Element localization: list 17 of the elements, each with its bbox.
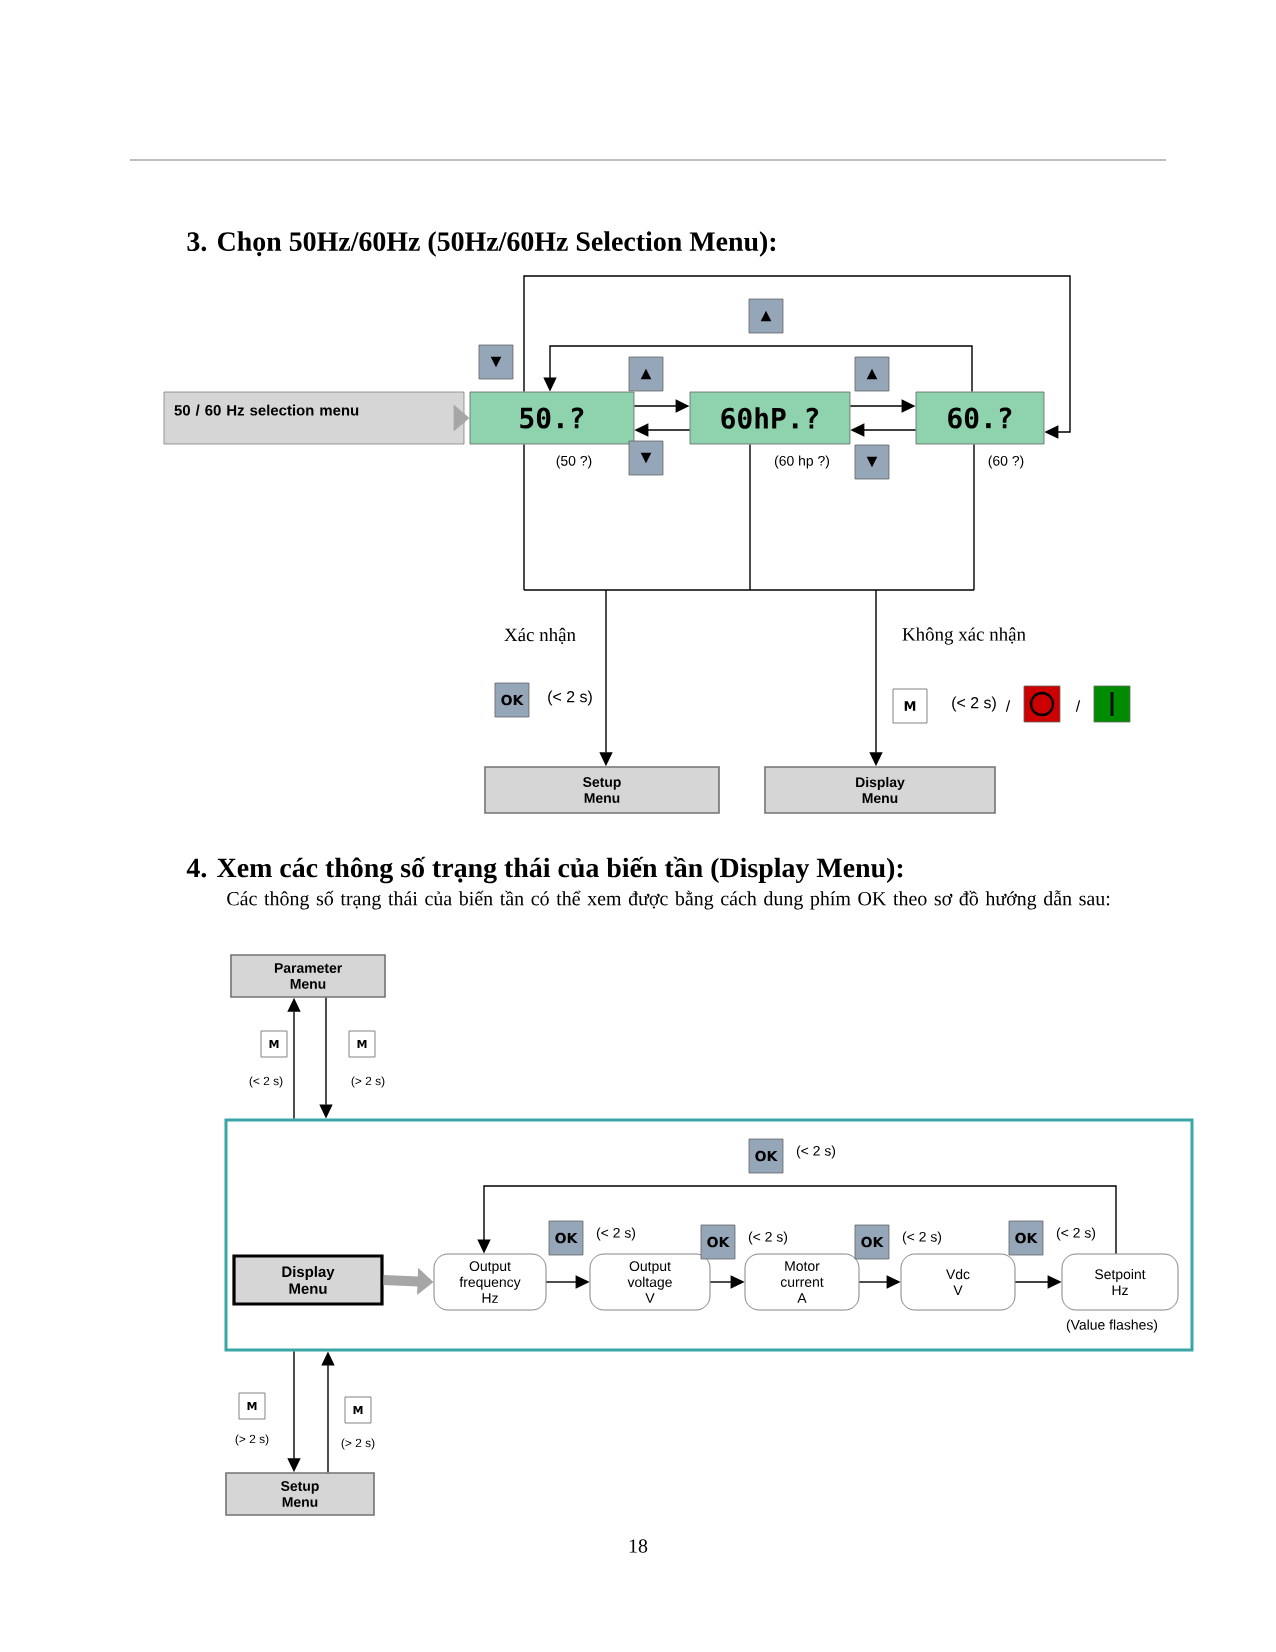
connector-line <box>749 443 751 591</box>
section-heading: 3. Chọn 50Hz/60Hz (50Hz/60Hz Selection Menu): <box>187 231 776 257</box>
lcd-display: 60hP.? <box>689 391 851 445</box>
section-heading: 4. Xem các thông số trạng thái của biến tần (Display Menu): <box>186 856 903 884</box>
connector-line <box>973 443 975 591</box>
arrow <box>543 345 973 393</box>
paragraph: Các thông số trạng thái của biến tần có thể xem được bằng cách dung phím OK theo sơ đồ hướng dẫn sau: <box>227 890 1110 910</box>
connector-line <box>523 443 525 591</box>
lcd-display: 50.? <box>469 391 635 445</box>
arrow <box>523 275 1071 439</box>
arrow <box>477 1185 1117 1255</box>
branch-label: Không xác nhận <box>902 627 1026 645</box>
lcd-display: 60.? <box>915 391 1045 445</box>
frame-box <box>224 1118 1194 1352</box>
page-number: 18 <box>629 1539 648 1553</box>
branch-label: Xác nhận <box>504 627 576 645</box>
connector-line <box>523 589 975 591</box>
